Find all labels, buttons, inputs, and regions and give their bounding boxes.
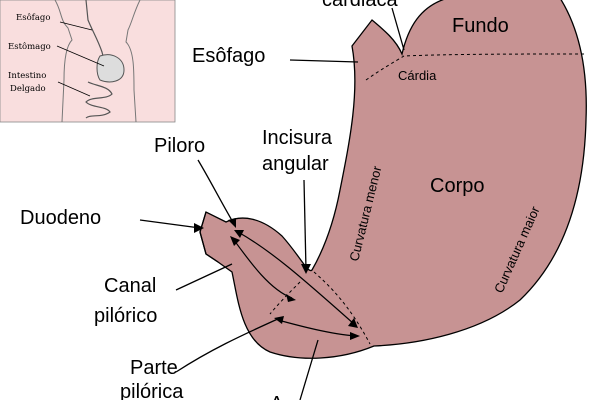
leader-duodenum	[139, 219, 201, 229]
inset-label-intestine: Intestino	[8, 71, 46, 81]
label-esophagus: Esôfago	[192, 45, 265, 67]
arrow-pyloric-canal	[230, 236, 296, 302]
inset-leader-intestine	[57, 81, 91, 97]
inset-thumbnail: Esôfago Estômago Intestino Delgado	[0, 0, 176, 123]
cardia-dashed-line	[365, 53, 587, 81]
label-duodenum: Duodeno	[20, 207, 101, 229]
stomach-outline	[199, 0, 587, 359]
label-incisura-line2: angular	[262, 153, 329, 175]
incisura-dashed-line	[313, 271, 371, 345]
arrow-antrum	[234, 230, 358, 328]
leader-duodenum-arrowhead	[194, 223, 204, 233]
label-fundus: Fundo	[452, 15, 509, 37]
inset-label-esophagus: Esôfago	[16, 12, 50, 23]
leader-esophagus	[289, 59, 359, 63]
label-cardiac-notch: cárdiaca	[322, 0, 398, 11]
leader-pyloric-canal	[175, 263, 233, 291]
label-pyloric-part-line2: pilórica	[120, 381, 184, 400]
label-pyloric-canal-line2: pilórico	[94, 305, 157, 327]
inset-label-stomach: Estômago	[8, 41, 51, 52]
label-body: Corpo	[430, 175, 484, 197]
label-antrum: A	[270, 393, 284, 400]
inset-leader-stomach	[56, 45, 105, 67]
arrow-pyloric-part	[274, 316, 360, 340]
leader-incisura-arrowhead	[301, 264, 311, 274]
leader-pylorus-arrowhead	[228, 218, 236, 228]
inset-leader-esophagus	[59, 21, 93, 31]
label-incisura-line1: Incisura	[262, 127, 333, 149]
inset-label-small: Delgado	[10, 84, 46, 94]
leader-cardiac-notch	[391, 7, 405, 51]
leader-incisura	[303, 179, 307, 271]
duodenum-stub	[199, 211, 219, 263]
leader-antrum	[299, 339, 319, 400]
inset-intestine-shape	[85, 81, 113, 119]
leader-pyloric-part	[175, 317, 281, 373]
label-pyloric-canal-line1: Canal	[104, 275, 156, 297]
inset-stomach-shape	[96, 54, 125, 83]
label-cardia: Cárdia	[398, 68, 437, 83]
label-pyloric-part-line1: Parte	[130, 357, 178, 379]
inset-body-outline	[54, 0, 141, 123]
inset-esophagus-shape	[85, 0, 105, 61]
label-pylorus: Piloro	[154, 135, 205, 157]
leader-pylorus	[197, 159, 235, 225]
